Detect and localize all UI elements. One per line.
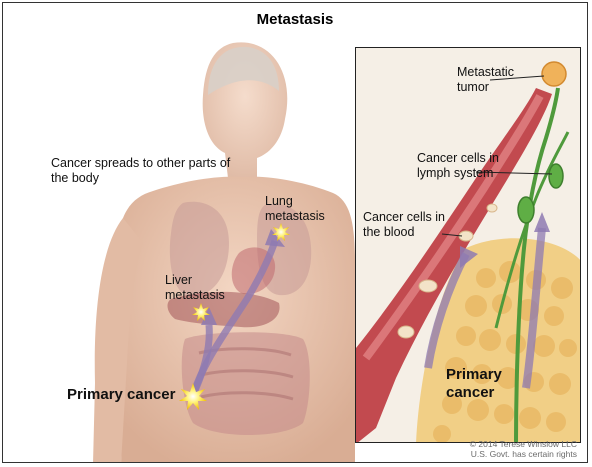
lymph-node-lower: [517, 196, 535, 224]
spread-arrow-lung-head: [265, 229, 285, 247]
fat-cells: [433, 261, 577, 442]
blood-vessel: [356, 88, 552, 442]
lung-metastasis-star: [272, 223, 290, 241]
liver-shape: [167, 291, 280, 328]
inset-arrow-blood-head: [460, 246, 478, 268]
copyright-line-2: U.S. Govt. has certain rights: [470, 449, 577, 459]
figure-frame: Metastasis Cancer spreads to other parts…: [2, 2, 588, 463]
inset-arrow-lymph: [522, 227, 546, 389]
vessel-highlight: [362, 94, 544, 361]
spread-arrow-liver-head: [201, 307, 217, 325]
lung-metastasis-label: Lung metastasis: [265, 194, 325, 223]
liver-metastasis-label: Liver metastasis: [165, 273, 225, 302]
liver-metastasis-star: [192, 303, 210, 321]
intestines-shape: [181, 332, 310, 435]
metastatic-tumor-blob: [541, 61, 567, 87]
copyright-notice: © 2014 Terese Winslow LLC U.S. Govt. has…: [470, 439, 577, 459]
lymph-vessel-b: [494, 131, 570, 329]
lymph-node-upper: [548, 163, 564, 189]
inset-arrow-lymph-head: [534, 212, 550, 232]
figure-title: Metastasis: [256, 11, 334, 28]
leader-blood: [441, 233, 463, 237]
arm-shape: [93, 218, 143, 462]
primary-cancer-inset-label: Primary cancer: [446, 366, 502, 401]
metastasis-inset: [355, 47, 581, 443]
blood-cancer-cells: [397, 203, 498, 339]
spread-caption: Cancer spreads to other parts of the bod…: [51, 156, 231, 185]
inset-illustration: [356, 48, 580, 442]
brain-shape: [208, 46, 279, 95]
copyright-line-1: © 2014 Terese Winslow LLC: [469, 439, 577, 449]
primary-cancer-label: Primary cancer: [67, 386, 176, 403]
body-illustration: [93, 42, 355, 462]
leader-metastatic-tumor: [489, 75, 545, 81]
left-lung-shape: [169, 201, 229, 297]
blood-label: Cancer cells in the blood: [363, 210, 445, 239]
primary-cancer-star: [179, 383, 207, 410]
leader-lymph: [475, 171, 553, 175]
lymph-system-label: Cancer cells in lymph system: [417, 151, 499, 180]
spread-arrow-liver: [189, 324, 213, 397]
metastatic-tumor-label: Metastatic tumor: [457, 65, 514, 94]
